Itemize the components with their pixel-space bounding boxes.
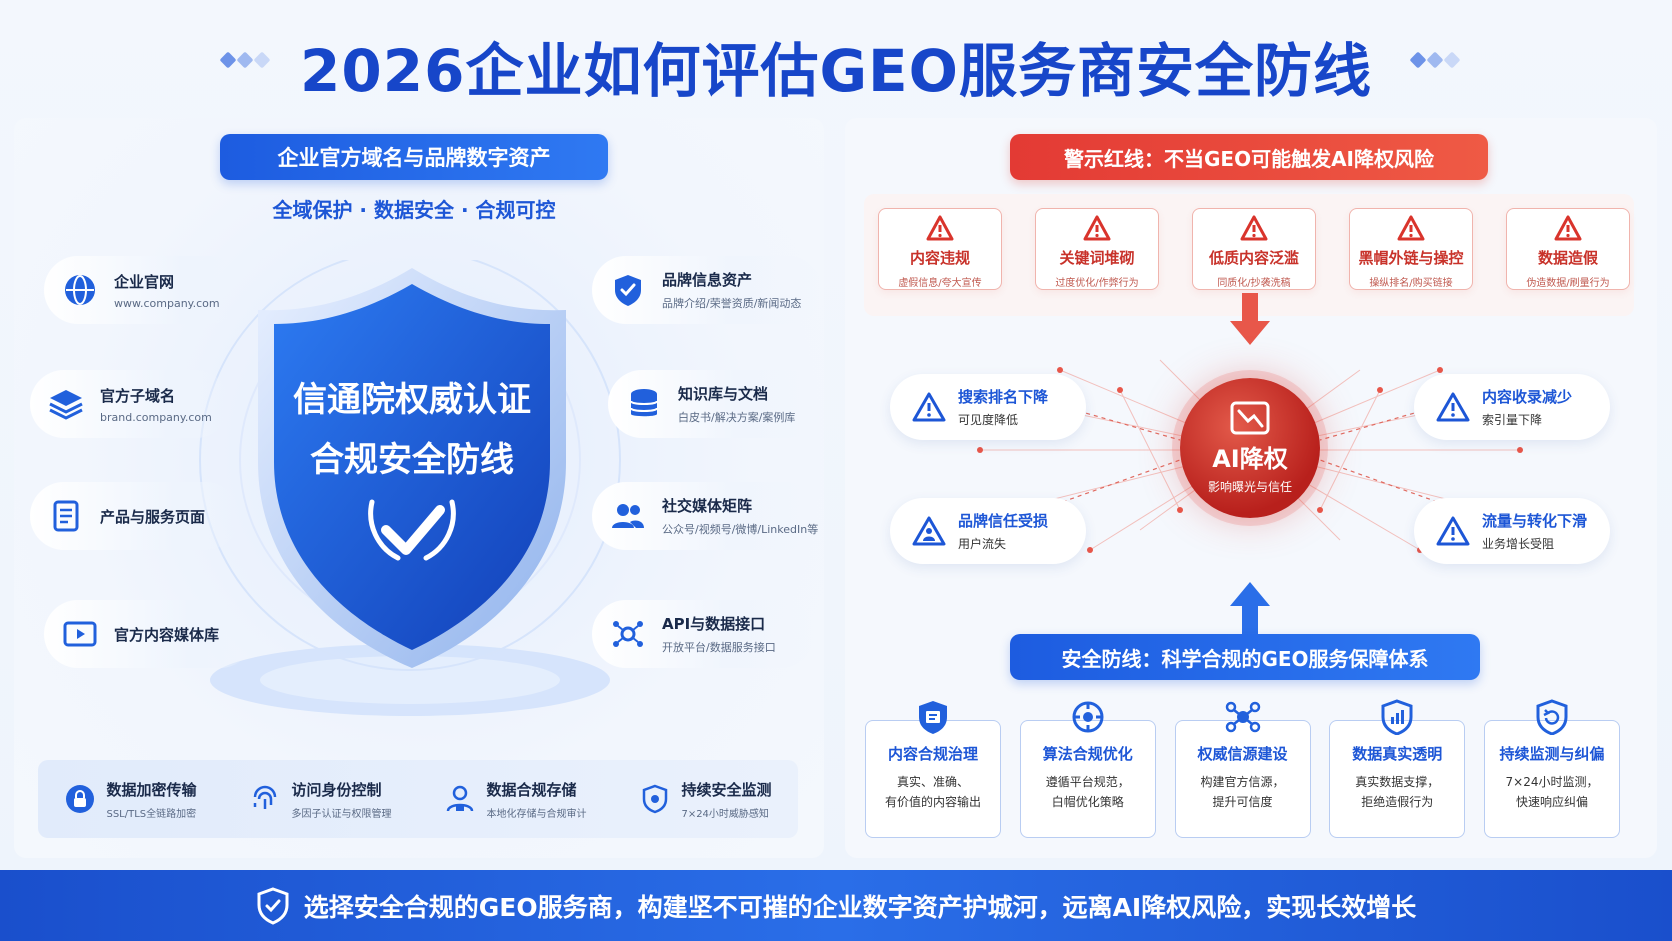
chart-down-icon	[1230, 401, 1270, 435]
left-header: 企业官方域名与品牌数字资产	[220, 134, 608, 180]
shield-halo	[199, 260, 621, 716]
document-icon	[46, 496, 86, 536]
asset-media-library[interactable]: 官方内容媒体库	[44, 600, 254, 668]
feature-access-control[interactable]: 访问身份控制多因子认证与权限管理	[249, 779, 391, 820]
asset-api[interactable]: API与数据接口开放平台/数据服务接口	[592, 600, 814, 668]
footer-banner: 选择安全合规的GEO服务商，构建坚不可摧的企业数字资产护城河，远离AI降权风险，…	[0, 870, 1672, 941]
warning-keyword-stuffing[interactable]: 关键词堆砌过度优化/作弊行为	[1035, 208, 1159, 290]
asset-product-pages[interactable]: 产品与服务页面	[30, 482, 240, 550]
warning-triangle-icon	[1554, 215, 1582, 241]
arrow-down-icon	[1230, 293, 1270, 345]
warning-triangle-icon	[1397, 215, 1425, 241]
fingerprint-icon	[254, 785, 277, 809]
network-node-icon	[1225, 701, 1260, 733]
asset-brand-info[interactable]: 品牌信息资产品牌介绍/荣誉资质/新闻动态	[592, 256, 822, 324]
alert-user-icon	[912, 516, 946, 546]
ai-demotion-core: AI降权 影响曝光与信任	[1180, 378, 1320, 518]
page-title: 2026企业如何评估GEO服务商安全防线	[300, 37, 1372, 105]
title-decoration-right	[1409, 51, 1461, 69]
alert-icon	[1436, 392, 1470, 422]
warning-row: 内容违规虚假信息/夸大宣传 关键词堆砌过度优化/作弊行为 低质内容泛滥同质化/抄…	[878, 208, 1630, 290]
guarantee-data-transparency[interactable]: 数据真实透明 真实数据支撑，拒绝造假行为	[1329, 699, 1466, 838]
warning-black-hat[interactable]: 黑帽外链与操控操纵排名/购买链接	[1349, 208, 1473, 290]
database-icon	[624, 384, 664, 424]
shield-line-2: 合规安全防线	[310, 440, 514, 480]
feature-compliant-storage[interactable]: 数据合规存储本地化存储与合规审计	[444, 779, 586, 820]
asset-knowledge-base[interactable]: 知识库与文档白皮书/解决方案/案例库	[608, 370, 822, 438]
shield-check-icon	[257, 886, 289, 925]
storage-icon	[447, 785, 474, 812]
data-shield-icon	[1381, 699, 1413, 735]
content-shield-icon	[919, 701, 947, 734]
shield-line-1: 信通院权威认证	[293, 380, 531, 420]
left-subheader: 全域保护 · 数据安全 · 合规可控	[272, 198, 556, 222]
risk-traffic-drop[interactable]: 流量与转化下滑业务增长受阻	[1414, 498, 1610, 564]
algorithm-icon	[1072, 701, 1104, 733]
warning-triangle-icon	[926, 215, 954, 241]
guarantee-algorithm-compliance[interactable]: 算法合规优化 遵循平台规范，白帽优化策略	[1019, 701, 1156, 838]
risk-brand-trust[interactable]: 品牌信任受损用户流失	[890, 498, 1086, 564]
warning-content-violation[interactable]: 内容违规虚假信息/夸大宣传	[878, 208, 1002, 290]
guarantee-continuous-monitoring[interactable]: 持续监测与纠偏 7×24小时监测，快速响应纠偏	[1484, 699, 1620, 838]
asset-social-matrix[interactable]: 社交媒体矩阵公众号/视频号/微博/LinkedIn等	[592, 482, 822, 550]
warning-data-fraud[interactable]: 数据造假伪造数据/刷量行为	[1506, 208, 1630, 290]
guarantee-row: 内容合规治理 真实、准确、有价值的内容输出 算法合规优化 遵循平台规范，白帽优化…	[865, 699, 1620, 838]
users-icon	[608, 496, 648, 536]
arrow-up-icon	[1230, 582, 1270, 634]
warning-triangle-icon	[1240, 215, 1268, 241]
warning-header: 警示红线：不当GEO可能触发AI降权风险	[1010, 134, 1488, 180]
risk-indexing-drop[interactable]: 内容收录减少索引量下降	[1414, 374, 1610, 440]
risk-ranking-drop[interactable]: 搜索排名下降可见度降低	[890, 374, 1086, 440]
api-icon	[608, 614, 648, 654]
alert-icon	[912, 392, 946, 422]
shield-check-icon	[608, 270, 648, 310]
layers-icon	[46, 384, 86, 424]
monitor-icon	[643, 784, 668, 814]
lock-icon	[66, 785, 95, 813]
globe-icon	[60, 270, 100, 310]
video-icon	[60, 614, 100, 654]
warning-triangle-icon	[1083, 215, 1111, 241]
footer-text: 选择安全合规的GEO服务商，构建坚不可摧的企业数字资产护城河，远离AI降权风险，…	[303, 892, 1417, 922]
refresh-shield-icon	[1536, 699, 1568, 735]
guarantee-authority-source[interactable]: 权威信源建设 构建官方信源，提升可信度	[1174, 701, 1311, 838]
warning-low-quality[interactable]: 低质内容泛滥同质化/抄袭洗稿	[1192, 208, 1316, 290]
alert-icon	[1436, 516, 1470, 546]
guarantee-header: 安全防线：科学合规的GEO服务保障体系	[1010, 634, 1480, 680]
guarantee-content-compliance[interactable]: 内容合规治理 真实、准确、有价值的内容输出	[865, 701, 1001, 838]
shield-emblem	[258, 268, 566, 668]
